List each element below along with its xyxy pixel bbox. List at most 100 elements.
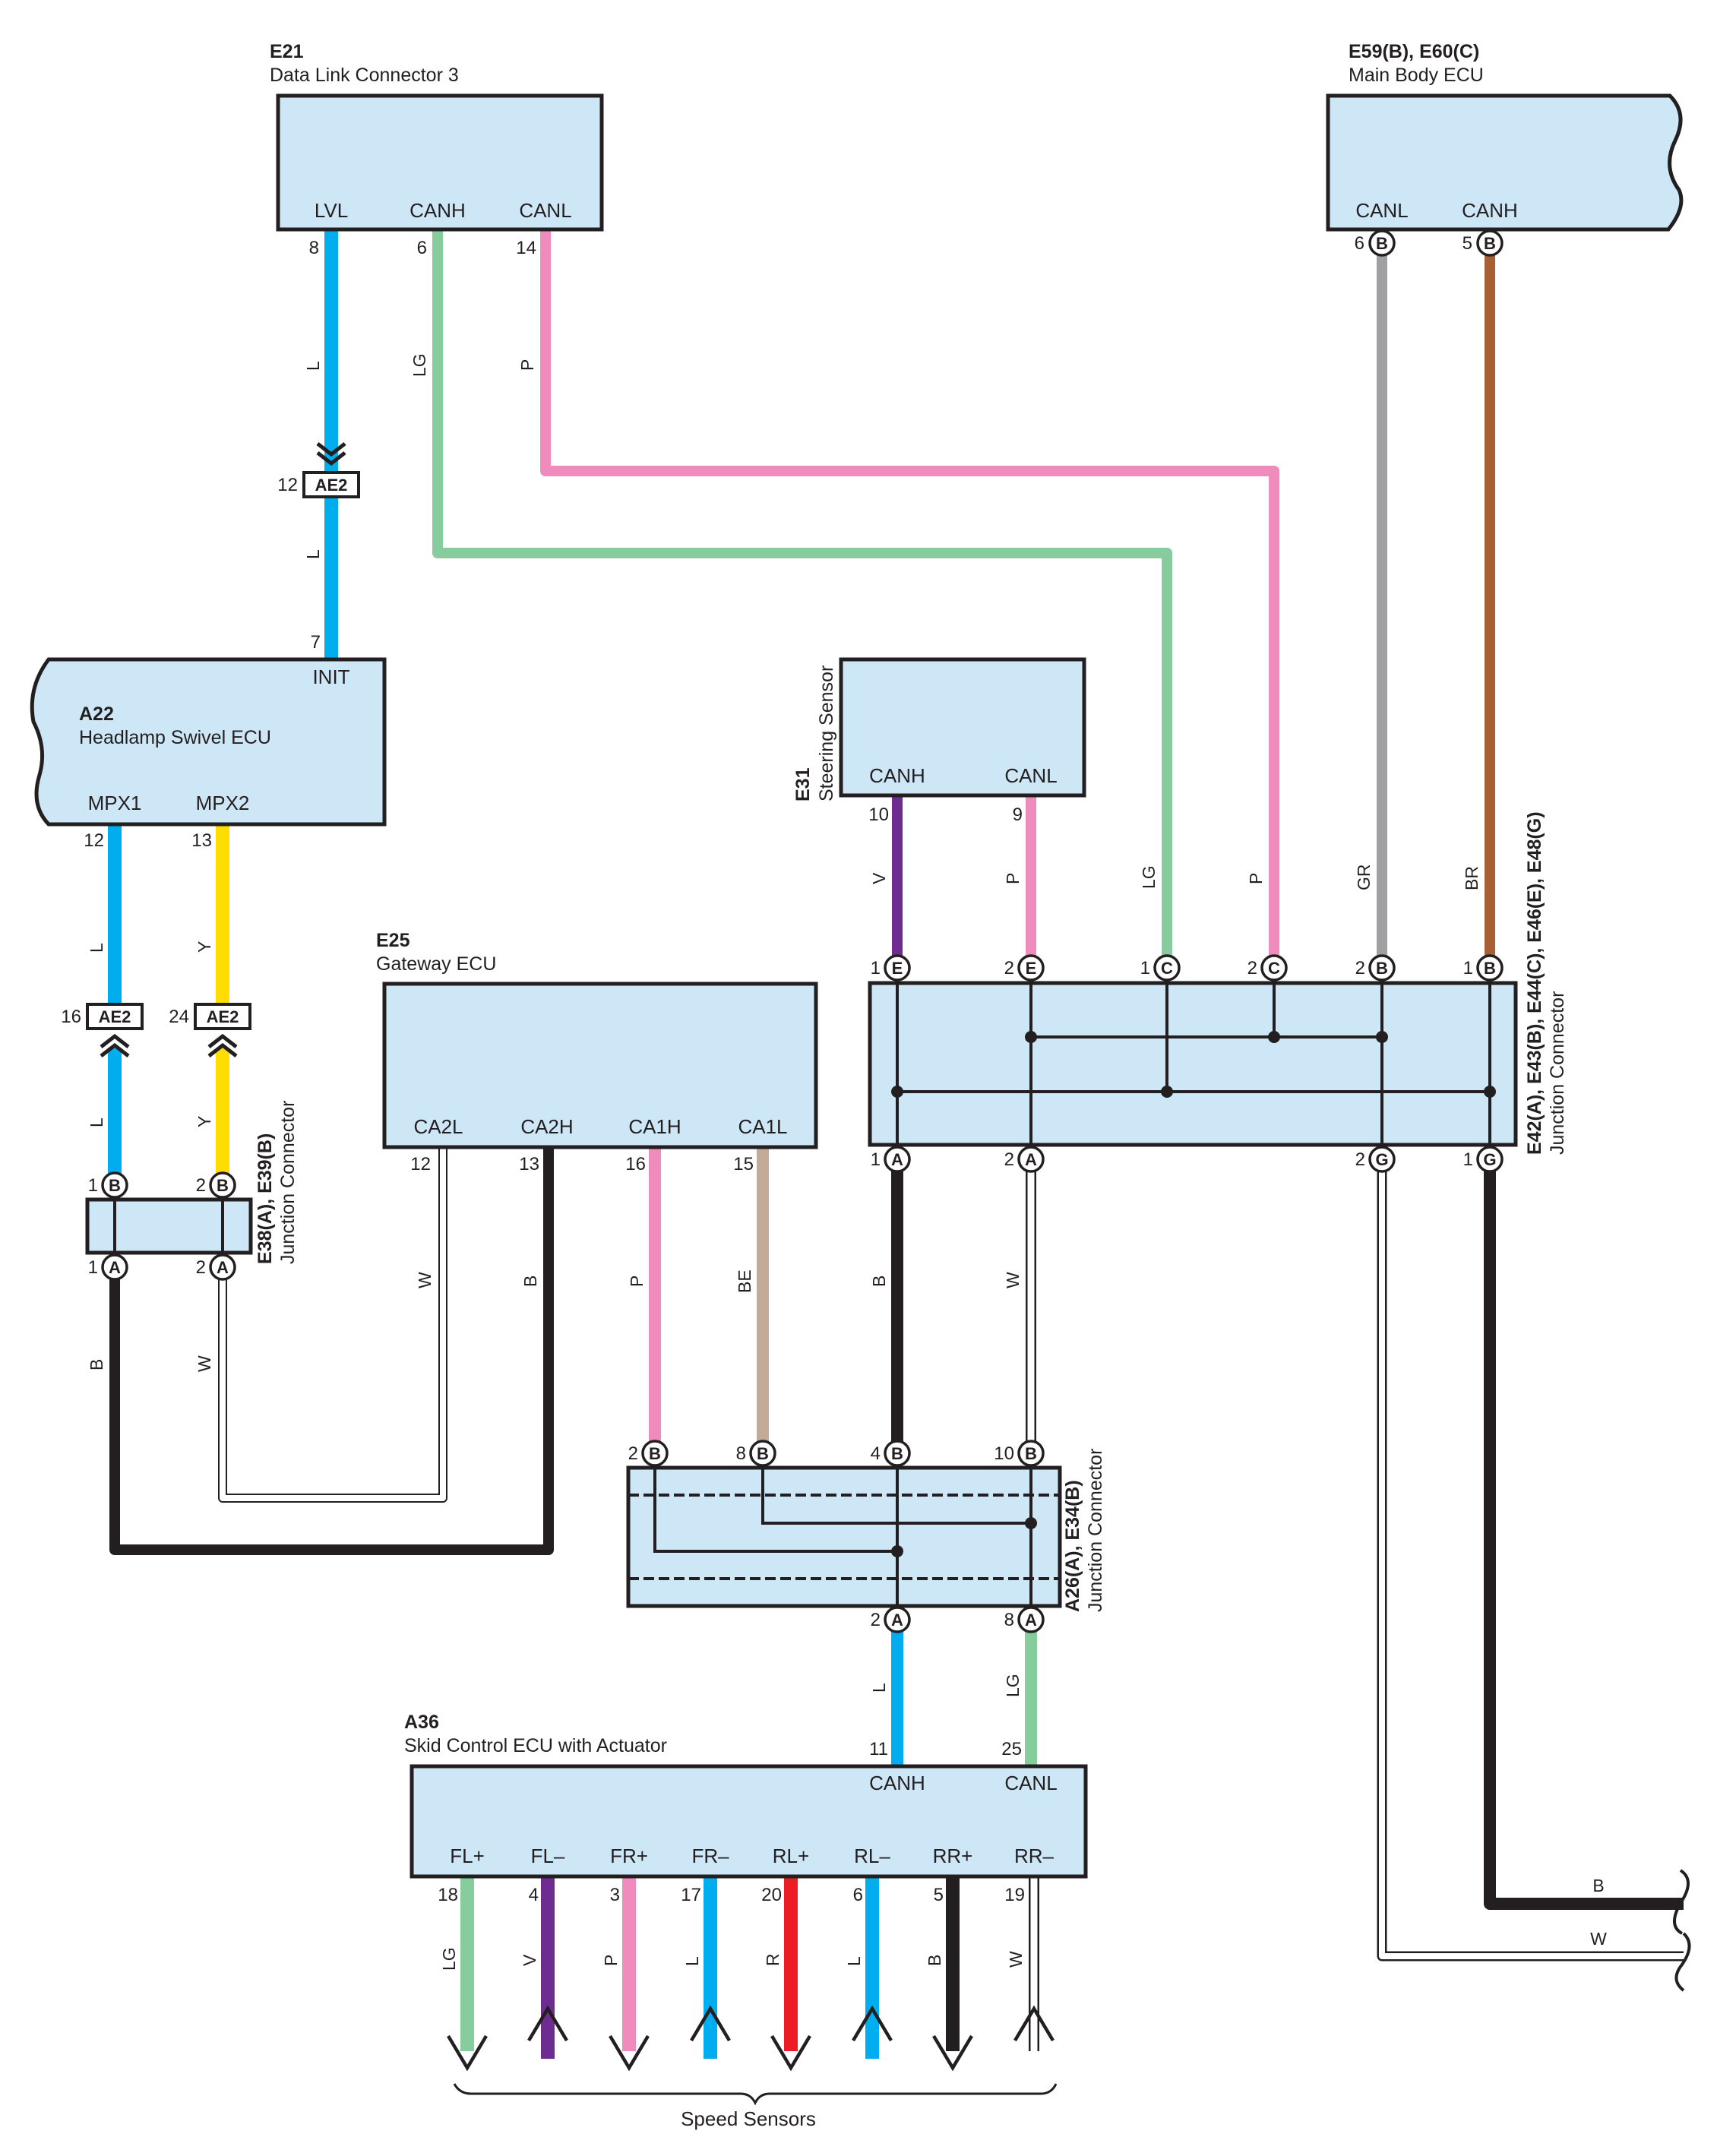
svg-text:LG: LG — [439, 1947, 459, 1971]
svg-text:24: 24 — [169, 1007, 189, 1027]
a36-pin-rl-plus: RL+ — [773, 1845, 809, 1867]
svg-text:17: 17 — [681, 1885, 701, 1905]
mb-box — [1326, 93, 1684, 232]
svg-text:B: B — [217, 1176, 229, 1195]
e42-junction-connector: E42(A), E43(B), E44(C), E46(E), E48(G) J… — [868, 811, 1568, 1155]
svg-text:1: 1 — [871, 958, 881, 978]
a22-pin-init: INIT — [312, 665, 349, 688]
svg-text:B: B — [1592, 1876, 1604, 1895]
svg-text:E: E — [1026, 959, 1037, 978]
svg-text:2: 2 — [1004, 1149, 1014, 1170]
connector-circle-icon: B — [1368, 954, 1396, 982]
e25-pin-ca1h: CA1H — [628, 1115, 681, 1138]
e31-pin-canh: CANH — [869, 764, 925, 787]
svg-text:2: 2 — [1355, 1149, 1365, 1170]
a22-headlamp-ecu: INIT A22 Headlamp Swivel ECU MPX1 MPX2 — [30, 657, 387, 827]
e38-box — [85, 1197, 253, 1255]
ae2-mpx1: AE2 — [86, 1003, 144, 1057]
svg-text:2: 2 — [871, 1610, 881, 1630]
a36-code: A36 — [404, 1712, 439, 1733]
svg-text:10: 10 — [994, 1443, 1014, 1464]
wires — [108, 229, 1684, 2059]
connector-circle-icon: B — [1017, 1440, 1045, 1467]
svg-text:A: A — [891, 1150, 903, 1169]
svg-text:G: G — [1483, 1150, 1496, 1169]
svg-text:18: 18 — [438, 1885, 458, 1905]
arrow-up-icon — [1013, 2005, 1055, 2042]
arrow-down-icon — [609, 2034, 650, 2072]
e25-gateway-ecu: E25 Gateway ECU CA2L CA2H CA1H CA1L — [376, 930, 818, 1149]
svg-text:W: W — [415, 1272, 435, 1288]
mb-pin-canl: CANL — [1355, 199, 1408, 222]
svg-text:13: 13 — [519, 1154, 539, 1174]
e38-name: Junction Connector — [277, 1101, 299, 1264]
svg-text:B: B — [869, 1276, 889, 1287]
e25-pin-ca2l: CA2L — [413, 1115, 463, 1138]
svg-text:B: B — [925, 1955, 944, 1966]
svg-text:B: B — [1025, 1444, 1037, 1463]
connector-circle-icon: A — [101, 1253, 128, 1281]
svg-text:L: L — [869, 1683, 889, 1693]
connector-circle-icon: G — [1368, 1146, 1396, 1173]
e31-pin-canl: CANL — [1004, 764, 1057, 787]
ae2-mpx2: AE2 — [194, 1003, 251, 1057]
svg-text:B: B — [109, 1176, 121, 1195]
e25-pin-ca1l: CA1L — [738, 1115, 787, 1138]
a22-pin-mpx1: MPX1 — [88, 792, 142, 814]
svg-text:5: 5 — [1462, 233, 1472, 254]
wire-dlc-canl — [540, 229, 1279, 968]
main-body-ecu: E59(B), E60(C) Main Body ECU CANL CANH — [1326, 41, 1684, 232]
speed-sensor-arrows — [447, 2005, 1055, 2072]
a36-pin-canl: CANL — [1004, 1772, 1057, 1794]
svg-text:6: 6 — [1355, 233, 1364, 254]
svg-text:1: 1 — [871, 1149, 881, 1170]
speed-sensors-label: Speed Sensors — [681, 2107, 816, 2130]
ae2-connectors: AE2 AE2 AE2 — [86, 442, 360, 1057]
svg-text:3: 3 — [610, 1885, 620, 1905]
svg-text:B: B — [1484, 959, 1496, 978]
mb-pin-canh: CANH — [1462, 199, 1518, 222]
e38-junction-connector: E38(A), E39(B) Junction Connector — [85, 1101, 299, 1264]
svg-text:1: 1 — [88, 1175, 98, 1196]
svg-text:B: B — [520, 1276, 540, 1287]
connector-circle-icon: B — [1476, 954, 1504, 982]
svg-text:W: W — [1003, 1272, 1023, 1288]
svg-text:LG: LG — [409, 353, 429, 377]
a26-name: Junction Connector — [1085, 1449, 1106, 1612]
connector-circle-icon: E — [1017, 954, 1045, 982]
ae2-lvl: AE2 — [302, 442, 360, 498]
svg-text:12: 12 — [277, 475, 298, 495]
svg-text:P: P — [627, 1276, 647, 1287]
svg-text:A: A — [109, 1258, 121, 1277]
a26-box — [626, 1465, 1062, 1608]
ae2-label: AE2 — [99, 1007, 131, 1026]
svg-text:V: V — [869, 872, 889, 884]
wire-color-codes: L LG P L LG P GR BR V P L Y L Y B W W B … — [87, 353, 1607, 1971]
svg-text:E: E — [892, 959, 903, 978]
e25-pin-ca2h: CA2H — [520, 1115, 573, 1138]
svg-text:W: W — [1006, 1951, 1026, 1968]
e42-code: E42(A), E43(B), E44(C), E46(E), E48(G) — [1524, 811, 1545, 1155]
svg-text:6: 6 — [853, 1885, 863, 1905]
svg-text:Y: Y — [194, 1116, 214, 1127]
svg-text:1: 1 — [88, 1257, 98, 1278]
e25-name: Gateway ECU — [376, 953, 496, 975]
svg-text:B: B — [649, 1444, 661, 1463]
svg-text:P: P — [517, 359, 537, 371]
svg-text:GR: GR — [1354, 865, 1374, 891]
a36-box — [409, 1764, 1088, 1879]
a22-pin-mpx2: MPX2 — [196, 792, 250, 814]
svg-text:V: V — [520, 1954, 539, 1966]
svg-text:B: B — [891, 1444, 903, 1463]
a26-junction-connector: A26(A), E34(B) Junction Connector — [626, 1449, 1106, 1612]
e38-code: E38(A), E39(B) — [255, 1133, 276, 1264]
svg-text:W: W — [1590, 1929, 1607, 1949]
svg-text:BR: BR — [1462, 866, 1481, 890]
svg-text:Y: Y — [194, 941, 214, 953]
wire-jg2-w — [1377, 1159, 1684, 1962]
connector-circle-icon: E — [884, 954, 911, 982]
svg-text:G: G — [1375, 1150, 1388, 1169]
connector-circle-icon: B — [884, 1440, 911, 1467]
svg-text:2: 2 — [1355, 958, 1365, 978]
a36-pin-fl-minus: FL– — [531, 1845, 565, 1867]
